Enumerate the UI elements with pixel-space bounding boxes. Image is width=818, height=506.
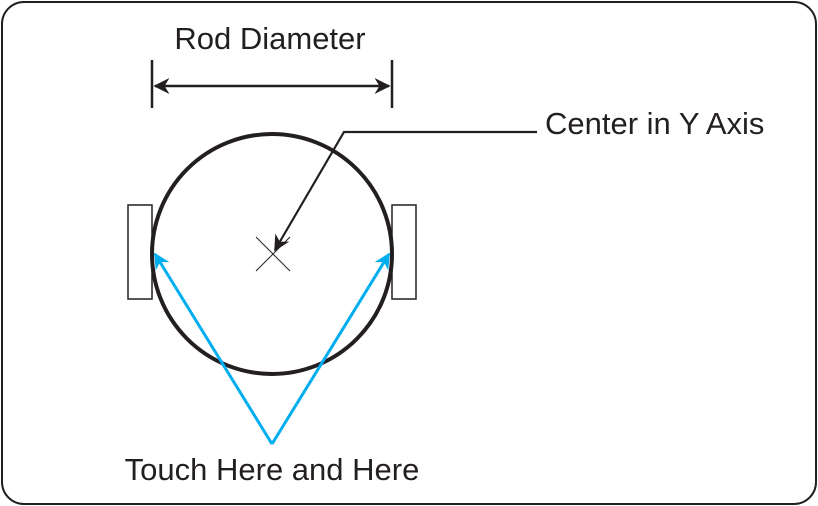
touch-arrow-left [153, 252, 274, 445]
rod-diameter-dimension [150, 60, 394, 108]
left-jaw [127, 204, 153, 300]
center-leader-arrow [274, 130, 537, 252]
rod-diameter-label: Rod Diameter [174, 21, 365, 56]
touch-arrow-right [270, 252, 391, 445]
rod-circle [150, 132, 394, 376]
touch-here-label: Touch Here and Here [125, 452, 420, 487]
center-y-axis-label: Center in Y Axis [545, 106, 764, 141]
center-mark [255, 236, 291, 272]
right-jaw [391, 204, 417, 300]
